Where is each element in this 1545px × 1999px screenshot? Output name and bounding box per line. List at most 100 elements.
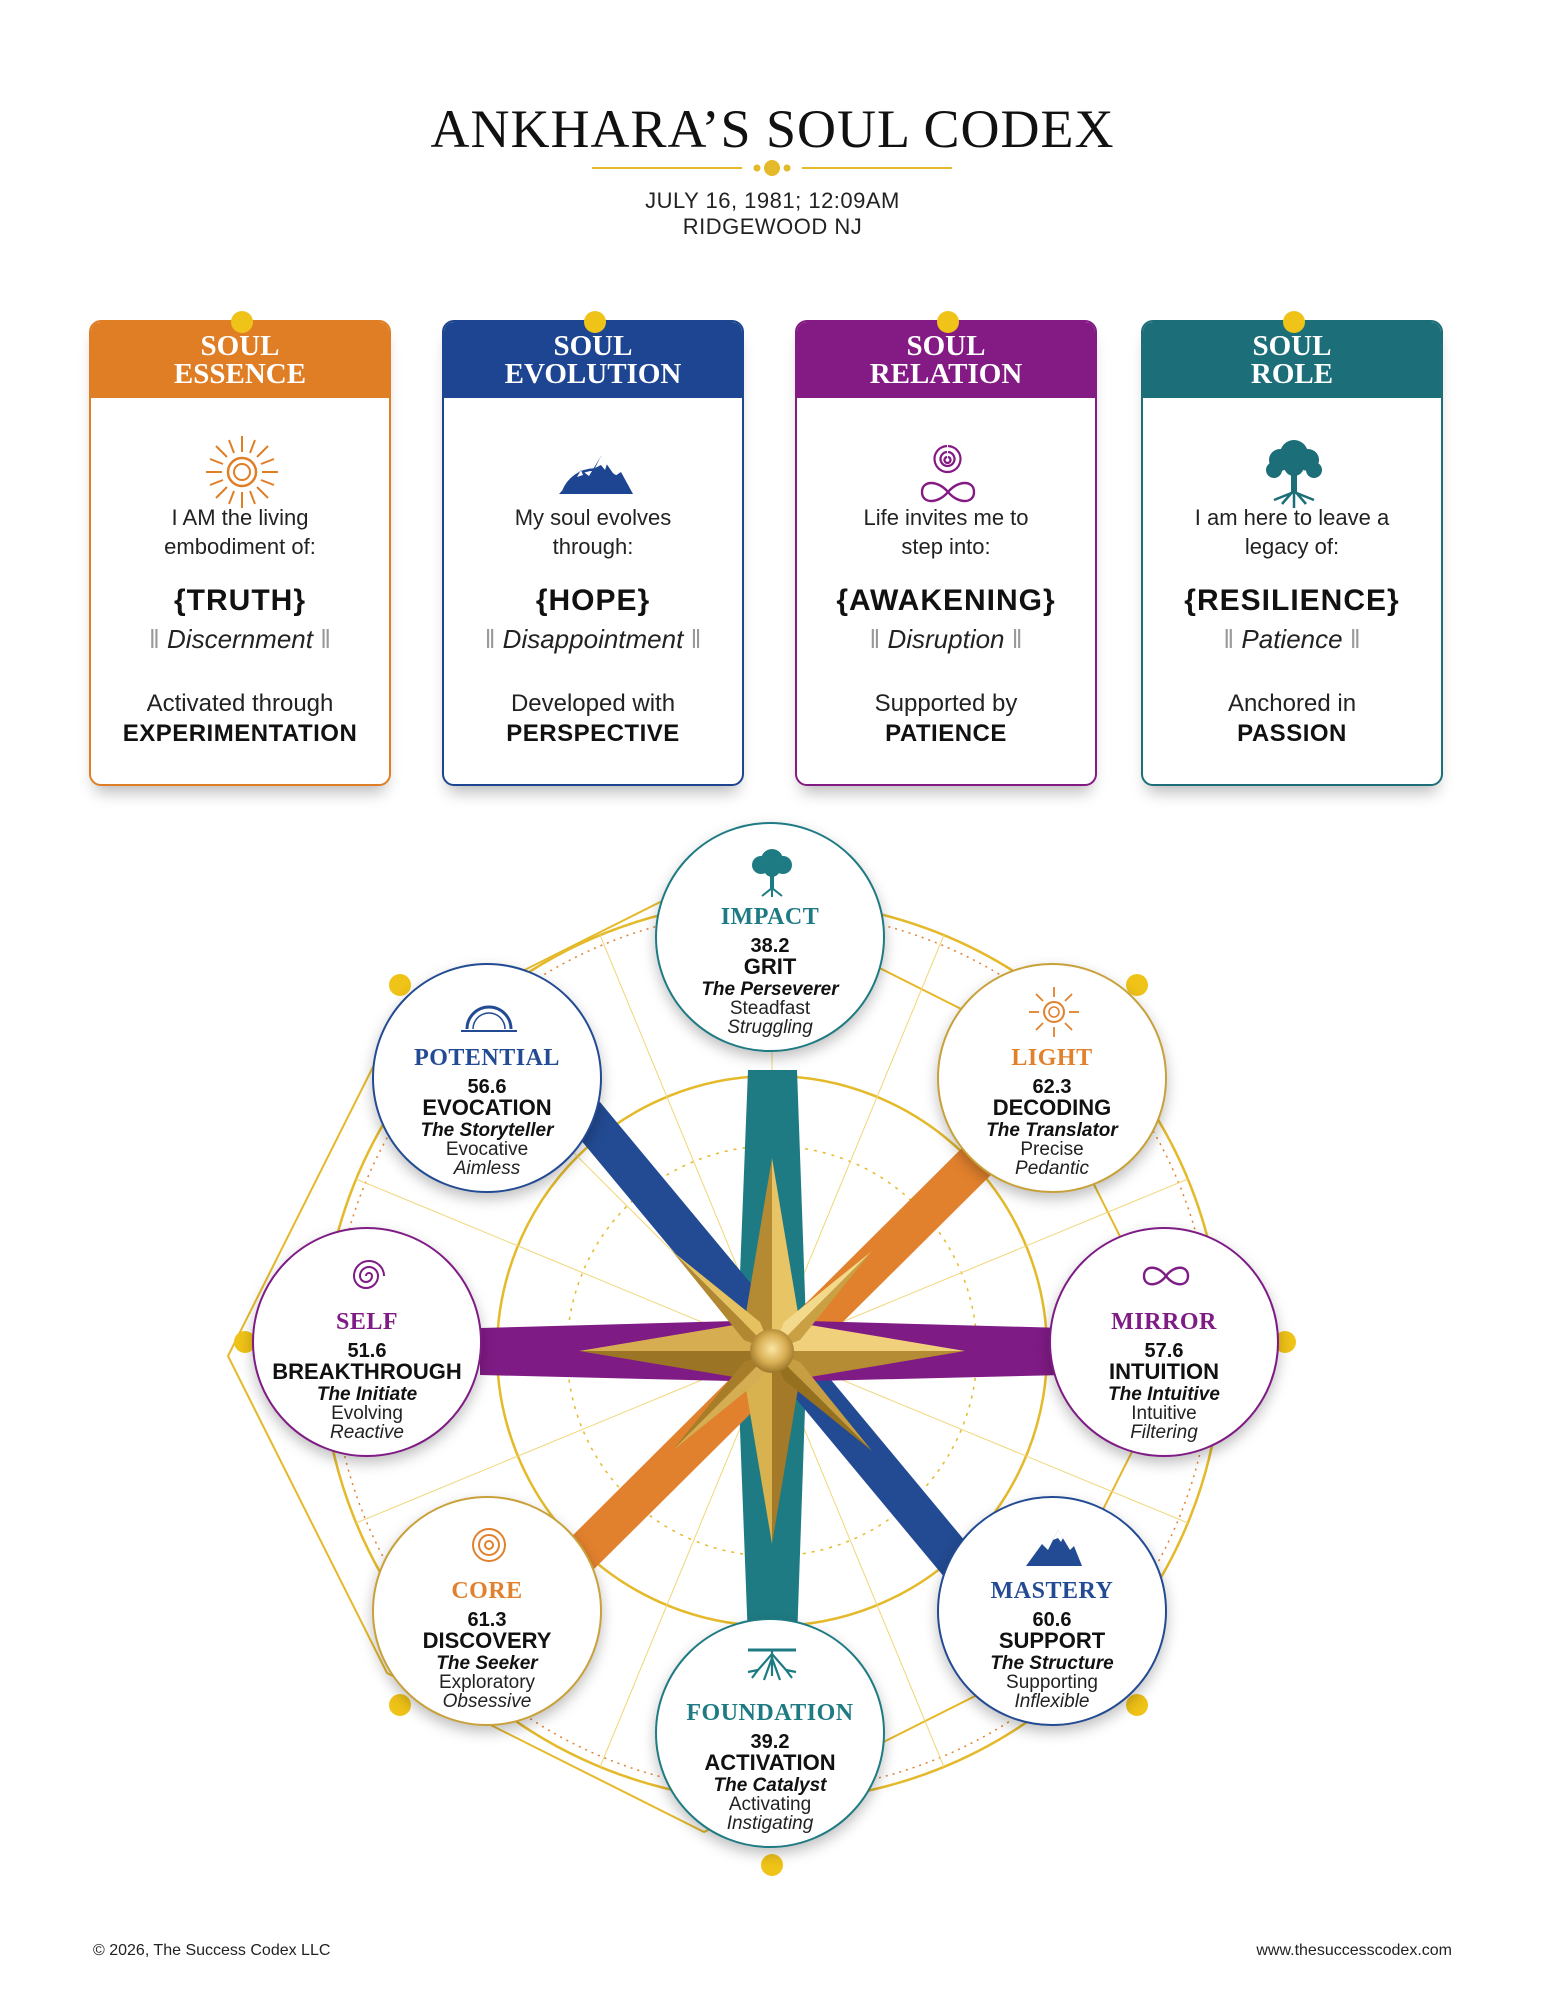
- node-mirror: MIRROR 57.6 INTUITION The Intuitive Intu…: [1049, 1227, 1279, 1457]
- card-shadow-word: Patience: [1241, 624, 1343, 654]
- card-shadow: ‖ Patience ‖: [1223, 624, 1361, 654]
- sun-icon: [1029, 987, 1079, 1037]
- node-shadow: Reactive: [330, 1422, 404, 1443]
- node-mastery: MASTERY 60.6 SUPPORT The Structure Suppo…: [937, 1496, 1167, 1726]
- ring-marker-dots: [234, 828, 1296, 1876]
- node-archetype: The Perseverer: [701, 979, 839, 1000]
- card-soul-essence: SOUL ESSENCE I AM the living embodiment …: [89, 311, 391, 786]
- node-number: 60.6: [1032, 1609, 1072, 1631]
- node-word: DECODING: [992, 1095, 1112, 1120]
- card-marker-dot: [937, 311, 959, 333]
- outer-octagon: [226, 878, 1182, 1834]
- node-core: CORE 61.3 DISCOVERY The Seeker Explorato…: [372, 1496, 602, 1726]
- node-foundation: FOUNDATION 39.2 ACTIVATION The Catalyst …: [655, 1618, 885, 1848]
- tree-icon: [1266, 440, 1322, 508]
- card-intro-line2: legacy of:: [1244, 534, 1340, 559]
- card-title-line2: ROLE: [1250, 358, 1334, 390]
- node-archetype: The Translator: [986, 1120, 1118, 1141]
- node-archetype: The Initiate: [316, 1384, 418, 1405]
- card-title-line1: SOUL: [906, 330, 986, 362]
- node-title: FOUNDATION: [686, 1700, 854, 1726]
- node-shadow: Inflexible: [1014, 1691, 1090, 1712]
- tree-icon: [752, 849, 792, 897]
- node-word: EVOCATION: [422, 1095, 552, 1120]
- card-core-word: {RESILIENCE}: [1184, 584, 1400, 617]
- card-shadow: ‖ Disappointment ‖: [484, 624, 702, 654]
- node-title: POTENTIAL: [414, 1045, 560, 1071]
- card-intro-line1: My soul evolves: [514, 505, 672, 530]
- card-header: SOUL ROLE: [1143, 322, 1441, 398]
- roots-icon: [747, 1648, 797, 1681]
- node-title: MASTERY: [990, 1578, 1114, 1604]
- card-intro-line2: through:: [552, 534, 634, 559]
- node-number: 61.3: [467, 1609, 507, 1631]
- card-intro: I AM the living embodiment of:: [91, 503, 389, 561]
- node-gift: Intuitive: [1131, 1403, 1197, 1424]
- mountain-icon: [559, 456, 633, 494]
- spiral-infinity-icon: [920, 444, 976, 503]
- node-number: 39.2: [750, 1731, 790, 1753]
- node-gift: Evolving: [331, 1403, 403, 1424]
- node-title: LIGHT: [1011, 1045, 1093, 1071]
- card-marker-dot: [231, 311, 253, 333]
- node-number: 56.6: [467, 1076, 507, 1098]
- card-activation-label: Supported by: [874, 690, 1018, 717]
- node-number: 38.2: [750, 935, 790, 957]
- card-marker-dot: [584, 311, 606, 333]
- footer-copyright: © 2026, The Success Codex LLC: [93, 1942, 331, 1959]
- node-gift: Evocative: [445, 1139, 529, 1160]
- node-shadow: Struggling: [727, 1017, 813, 1038]
- node-shadow: Aimless: [453, 1158, 521, 1179]
- card-shadow-word: Discernment: [167, 624, 313, 654]
- card-intro-line1: I AM the living: [171, 505, 309, 530]
- footer-website-link[interactable]: www.thesuccesscodex.com: [1256, 1942, 1452, 1959]
- page-title: ANKHARA’S SOUL CODEX: [430, 99, 1115, 159]
- birth-place: RIDGEWOOD NJ: [682, 214, 863, 239]
- card-title-line1: SOUL: [200, 330, 280, 362]
- ornament-divider: [592, 160, 952, 176]
- card-intro-line1: I am here to leave a: [1194, 505, 1390, 530]
- node-archetype: The Intuitive: [1108, 1384, 1220, 1405]
- node-gift: Exploratory: [438, 1672, 536, 1693]
- node-word: SUPPORT: [998, 1628, 1106, 1653]
- compass-star: [579, 1158, 965, 1544]
- card-core-word: {TRUTH}: [174, 584, 306, 617]
- card-title-line1: SOUL: [553, 330, 633, 362]
- node-title: MIRROR: [1111, 1309, 1217, 1335]
- node-gift: Precise: [1020, 1139, 1084, 1160]
- node-archetype: The Structure: [990, 1653, 1114, 1674]
- card-activation-label: Developed with: [510, 690, 676, 717]
- node-title: CORE: [451, 1578, 523, 1604]
- card-activation-value: PATIENCE: [885, 720, 1007, 747]
- card-shadow-word: Disruption: [887, 624, 1005, 654]
- card-title-line1: SOUL: [1252, 330, 1332, 362]
- card-title-line2: RELATION: [869, 358, 1023, 390]
- node-gift: Steadfast: [729, 998, 811, 1019]
- card-shadow: ‖ Disruption ‖: [869, 624, 1023, 654]
- card-shadow: ‖ Discernment ‖: [149, 624, 331, 654]
- card-activation-label: Activated through: [146, 690, 334, 717]
- card-header: SOUL EVOLUTION: [444, 322, 742, 398]
- node-archetype: The Catalyst: [713, 1775, 827, 1796]
- node-word: GRIT: [743, 954, 797, 979]
- node-word: ACTIVATION: [704, 1750, 836, 1775]
- mountain-icon: [1026, 1530, 1082, 1566]
- card-core-word: {HOPE}: [535, 584, 651, 617]
- node-shadow: Pedantic: [1015, 1158, 1089, 1179]
- card-header: SOUL ESSENCE: [91, 322, 389, 398]
- card-intro: My soul evolves through:: [444, 503, 742, 561]
- card-header: SOUL RELATION: [797, 322, 1095, 398]
- birth-date: JULY 16, 1981; 12:09AM: [645, 188, 900, 213]
- sun-icon: [206, 436, 278, 508]
- node-word: BREAKTHROUGH: [272, 1359, 462, 1384]
- card-activation-label: Anchored in: [1227, 690, 1357, 717]
- node-impact: IMPACT 38.2 GRIT The Perseverer Steadfas…: [655, 822, 885, 1052]
- card-intro-line1: Life invites me to: [863, 505, 1029, 530]
- node-gift: Supporting: [1006, 1672, 1098, 1693]
- node-word: INTUITION: [1109, 1359, 1219, 1384]
- node-word: DISCOVERY: [422, 1628, 552, 1653]
- node-number: 51.6: [347, 1340, 387, 1362]
- node-archetype: The Seeker: [436, 1653, 538, 1674]
- card-title-line2: EVOLUTION: [504, 358, 682, 390]
- node-archetype: The Storyteller: [420, 1120, 554, 1141]
